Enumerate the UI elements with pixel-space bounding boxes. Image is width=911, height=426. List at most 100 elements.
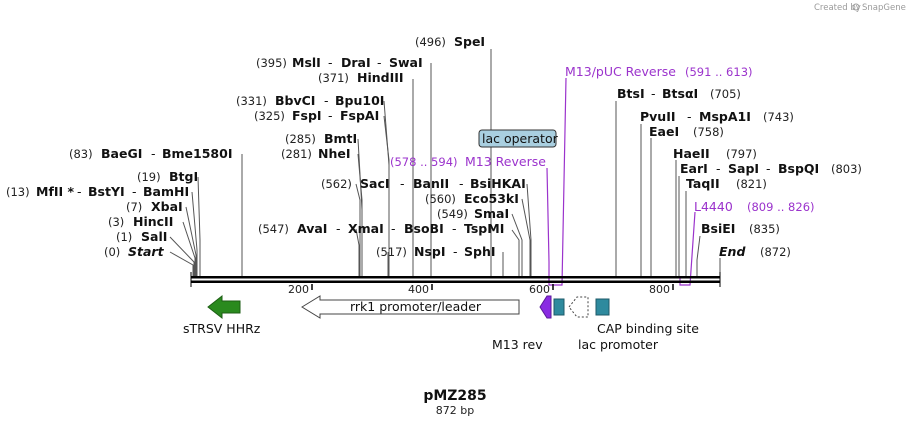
- enzyme-name: FspAI: [340, 108, 379, 123]
- site-position: (331): [236, 94, 267, 108]
- separator: -: [453, 244, 458, 259]
- site-position: (496): [415, 35, 446, 49]
- snapgene-credit: Created by SnapGene: [814, 3, 906, 13]
- site-position: (1): [116, 230, 132, 244]
- enzyme-name: SwaI: [389, 55, 423, 70]
- site-taqii: TaqII (821): [686, 176, 767, 191]
- enzyme-name: PvuII: [640, 109, 676, 124]
- feature-rrk1-promoter: rrk1 promoter/leader: [301, 295, 520, 319]
- site-position: (285): [285, 132, 316, 146]
- separator: -: [400, 176, 405, 191]
- enzyme-name: EaeI: [649, 124, 679, 139]
- start-label: Start: [128, 244, 165, 259]
- separator: -: [377, 55, 382, 70]
- site-position: (743): [763, 110, 794, 124]
- separator: -: [328, 108, 333, 123]
- enzyme-name: SapI: [728, 161, 759, 176]
- site-hindiii: (371) HindIII: [318, 70, 404, 85]
- site-position: (7): [126, 200, 142, 214]
- ruler-tick-200: 200: [288, 283, 309, 296]
- separator: -: [687, 109, 692, 124]
- enzyme-name: TaqII: [686, 176, 720, 191]
- primer-range: (578 .. 594): [390, 155, 458, 169]
- enzyme-name: BmtI: [324, 131, 357, 146]
- site-baegi-group: (83) BaeGI - Bme1580I: [69, 146, 232, 161]
- credit-brand: SnapGene: [862, 3, 906, 13]
- enzyme-name: Bpu10I: [335, 93, 384, 108]
- site-bbvci-group: (331) BbvCI - Bpu10I: [236, 93, 384, 108]
- enzyme-name: Eco53kI: [464, 191, 519, 206]
- enzyme-name: BsiHKAI: [470, 176, 526, 191]
- site-bsiei: BsiEI (835): [701, 221, 780, 236]
- site-btsi-group: BtsI - BtsαI (705): [617, 86, 741, 101]
- primer-m13-puc-reverse: M13/pUC Reverse (591 .. 613): [565, 64, 753, 79]
- site-position: (821): [736, 177, 767, 191]
- enzyme-name: SacI: [360, 176, 390, 191]
- site-position: (83): [69, 147, 93, 161]
- site-nspi-group: (517) NspI - SphI: [376, 244, 496, 259]
- primer-m13-reverse: (578 .. 594) M13 Reverse: [390, 154, 546, 169]
- enzyme-name: DraI: [341, 55, 371, 70]
- site-position: (19): [137, 170, 161, 184]
- site-haeii: HaeII (797): [673, 146, 757, 161]
- plasmid-length: 872 bp: [436, 404, 474, 417]
- site-position: (705): [710, 87, 741, 101]
- site-fspi-group: (325) FspI - FspAI: [254, 108, 379, 123]
- site-start: (0) Start: [104, 244, 165, 259]
- separator: -: [132, 184, 137, 199]
- enzyme-name: SpeI: [454, 34, 485, 49]
- primer-name: M13 Reverse: [465, 154, 546, 169]
- site-position: (803): [831, 162, 862, 176]
- site-position: (395): [256, 56, 287, 70]
- site-position: (3): [108, 215, 124, 229]
- enzyme-name: HaeII: [673, 146, 710, 161]
- site-sali: (1) SalI: [116, 229, 167, 244]
- separator: -: [328, 55, 333, 70]
- primer-range: (591 .. 613): [685, 65, 753, 79]
- enzyme-name: TspMI: [464, 221, 504, 236]
- feature-cap-binding-site: CAP binding site: [595, 298, 699, 336]
- site-smai: (549) SmaI: [437, 206, 509, 221]
- enzyme-name: HincII: [133, 214, 173, 229]
- enzyme-name: BaeGI: [101, 146, 142, 161]
- site-position: (758): [693, 125, 724, 139]
- ruler: 200 400 600 800: [288, 283, 674, 296]
- strsv-hhrz-arrow: [207, 294, 241, 320]
- site-position: (517): [376, 245, 407, 259]
- enzyme-name: NheI: [318, 146, 351, 161]
- feature-m13-rev: M13 rev: [492, 295, 552, 352]
- enzyme-name: NspI: [414, 244, 446, 259]
- enzyme-name: XmaI: [348, 221, 384, 236]
- feature-lac-promoter: lac promoter: [568, 296, 659, 352]
- site-pvuii-group: PvuII - MspA1I (743): [640, 109, 794, 124]
- enzyme-name: Bme1580I: [162, 146, 232, 161]
- lac-promoter-arrow: [568, 296, 589, 318]
- enzyme-name: XbaI: [151, 199, 183, 214]
- site-position: (13): [6, 185, 30, 199]
- rrk1-promoter-arrow: [301, 295, 520, 319]
- lac-operator-feature: [553, 298, 565, 316]
- site-position: (562): [321, 177, 352, 191]
- enzyme-name: BbvCI: [275, 93, 315, 108]
- separator: -: [77, 184, 82, 199]
- site-position: (0): [104, 245, 120, 259]
- primer-range: (809 .. 826): [747, 200, 815, 214]
- feature-label: rrk1 promoter/leader: [350, 299, 482, 314]
- end-label: End: [719, 244, 746, 259]
- site-eari-group: EarI - SapI - BspQI (803): [680, 161, 862, 176]
- enzyme-name: AvaI: [297, 221, 327, 236]
- site-msli-group: (395) MslI - DraI - SwaI: [256, 55, 423, 70]
- enzyme-name: BsiEI: [701, 221, 735, 236]
- snapgene-logo-icon: [852, 3, 860, 11]
- site-position: (281): [281, 147, 312, 161]
- plasmid-name: pMZ285: [423, 388, 486, 404]
- separator: -: [716, 161, 721, 176]
- primer-name: M13/pUC Reverse: [565, 64, 676, 79]
- primer-l4440: L4440 (809 .. 826): [694, 199, 815, 214]
- enzyme-name: SalI: [141, 229, 167, 244]
- enzyme-name: BspQI: [778, 161, 819, 176]
- site-position: (549): [437, 207, 468, 221]
- enzyme-leader-lines: [169, 49, 721, 276]
- site-position: (797): [726, 147, 757, 161]
- site-mfii-group: (13) MfII * - BstYI - BamHI: [6, 184, 189, 199]
